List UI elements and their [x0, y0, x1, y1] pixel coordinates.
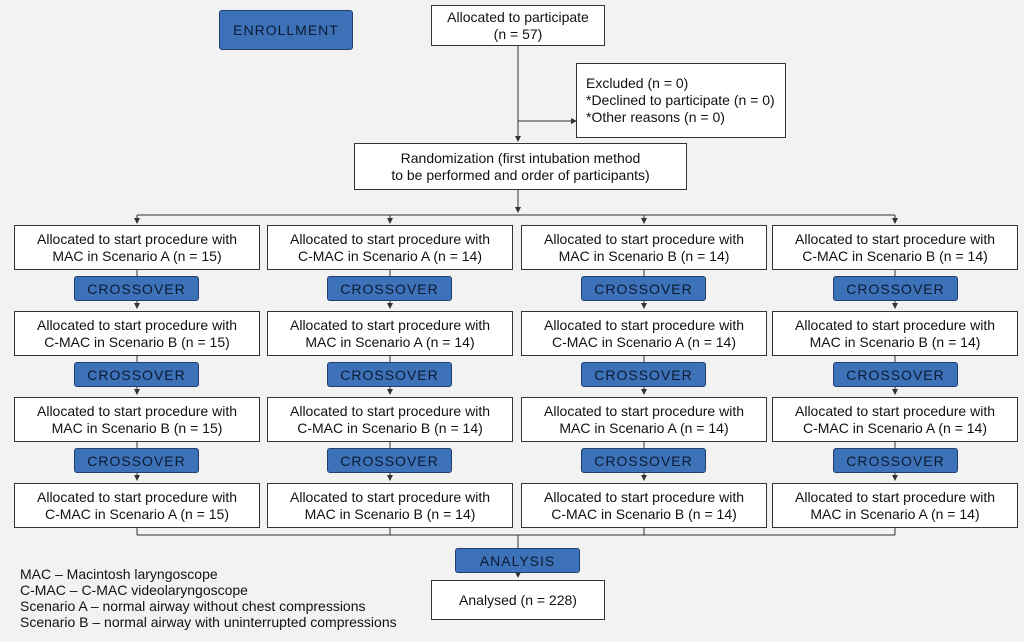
col3-crossover-2: CROSSOVER: [581, 362, 706, 387]
allocated-line1: Allocated to participate: [447, 8, 589, 25]
enrollment-label: ENROLLMENT: [219, 10, 353, 50]
col1-crossover-1: CROSSOVER: [74, 276, 199, 301]
col4-box3-line2: C-MAC in Scenario A (n = 14): [802, 419, 988, 436]
col2-box2-line1: Allocated to start procedure with: [290, 316, 490, 333]
col1-box2-line1: Allocated to start procedure with: [37, 316, 237, 333]
col3-crossover-3: CROSSOVER: [581, 448, 706, 473]
col4-box4-line2: MAC in Scenario A (n = 14): [810, 505, 980, 522]
col3-box3: Allocated to start procedure with MAC in…: [521, 397, 767, 442]
col3-box3-line1: Allocated to start procedure with: [544, 402, 744, 419]
col3-box4-line1: Allocated to start procedure with: [544, 488, 744, 505]
col4-crossover-2: CROSSOVER: [833, 362, 958, 387]
col4-box4: Allocated to start procedure with MAC in…: [772, 483, 1018, 528]
analysed-box: Analysed (n = 228): [431, 580, 605, 620]
col4-box3: Allocated to start procedure with C-MAC …: [772, 397, 1018, 442]
excluded-line1: Excluded (n = 0): [586, 75, 689, 91]
excluded-box: Excluded (n = 0) *Declined to participat…: [576, 63, 786, 138]
randomization-box: Randomization (first intubation method t…: [354, 143, 687, 190]
col2-box1: Allocated to start procedure with C-MAC …: [267, 225, 513, 270]
col2-box3: Allocated to start procedure with C-MAC …: [267, 397, 513, 442]
col2-crossover-1: CROSSOVER: [327, 276, 452, 301]
col2-box2-line2: MAC in Scenario A (n = 14): [305, 333, 475, 350]
col4-box1-line1: Allocated to start procedure with: [795, 230, 995, 247]
column-connectors: [134, 270, 898, 481]
col1-box1-line2: MAC in Scenario A (n = 15): [52, 247, 222, 264]
col1-box1: Allocated to start procedure with MAC in…: [14, 225, 260, 270]
col4-box2-line2: MAC in Scenario B (n = 14): [809, 333, 981, 350]
col3-box4-line2: C-MAC in Scenario B (n = 14): [551, 505, 737, 522]
col1-box4-line1: Allocated to start procedure with: [37, 488, 237, 505]
col1-box2: Allocated to start procedure with C-MAC …: [14, 311, 260, 356]
legend: MAC – Macintosh laryngoscope C-MAC – C-M…: [20, 566, 397, 630]
excluded-line2: *Declined to participate (n = 0): [586, 92, 775, 108]
col2-box3-line1: Allocated to start procedure with: [290, 402, 490, 419]
col1-box3-line2: MAC in Scenario B (n = 15): [51, 419, 223, 436]
col3-box1-line1: Allocated to start procedure with: [544, 230, 744, 247]
legend-item-mac: MAC – Macintosh laryngoscope: [20, 566, 218, 582]
col1-crossover-3: CROSSOVER: [74, 448, 199, 473]
allocated-line2: (n = 57): [493, 25, 543, 42]
col3-box4: Allocated to start procedure with C-MAC …: [521, 483, 767, 528]
legend-item-cmac: C-MAC – C-MAC videolaryngoscope: [20, 582, 248, 598]
col4-box3-line1: Allocated to start procedure with: [795, 402, 995, 419]
col4-crossover-1: CROSSOVER: [833, 276, 958, 301]
analysis-label: ANALYSIS: [455, 548, 580, 573]
col1-box2-line2: C-MAC in Scenario B (n = 15): [44, 333, 230, 350]
col1-box4-line2: C-MAC in Scenario A (n = 15): [44, 505, 230, 522]
col3-box3-line2: MAC in Scenario A (n = 14): [559, 419, 729, 436]
col3-crossover-1: CROSSOVER: [581, 276, 706, 301]
legend-item-scenario-a: Scenario A – normal airway without chest…: [20, 598, 366, 614]
randomization-line2: to be performed and order of participant…: [391, 166, 650, 183]
col3-box2: Allocated to start procedure with C-MAC …: [521, 311, 767, 356]
col3-box2-line1: Allocated to start procedure with: [544, 316, 744, 333]
col2-box3-line2: C-MAC in Scenario B (n = 14): [297, 419, 483, 436]
excluded-line3: *Other reasons (n = 0): [586, 109, 725, 125]
col2-box4: Allocated to start procedure with MAC in…: [267, 483, 513, 528]
col3-box2-line2: C-MAC in Scenario A (n = 14): [551, 333, 737, 350]
randomization-line1: Randomization (first intubation method: [400, 149, 641, 166]
col4-box1: Allocated to start procedure with C-MAC …: [772, 225, 1018, 270]
col4-box2: Allocated to start procedure with MAC in…: [772, 311, 1018, 356]
col4-box2-line1: Allocated to start procedure with: [795, 316, 995, 333]
col2-box4-line2: MAC in Scenario B (n = 14): [304, 505, 476, 522]
col2-box4-line1: Allocated to start procedure with: [290, 488, 490, 505]
col1-box3: Allocated to start procedure with MAC in…: [14, 397, 260, 442]
col2-box1-line1: Allocated to start procedure with: [290, 230, 490, 247]
col2-crossover-2: CROSSOVER: [327, 362, 452, 387]
col2-crossover-3: CROSSOVER: [327, 448, 452, 473]
analysed-text: Analysed (n = 228): [459, 591, 577, 608]
col4-box4-line1: Allocated to start procedure with: [795, 488, 995, 505]
allocated-box: Allocated to participate (n = 57): [431, 5, 605, 46]
col1-box1-line1: Allocated to start procedure with: [37, 230, 237, 247]
col1-crossover-2: CROSSOVER: [74, 362, 199, 387]
col3-box1-line2: MAC in Scenario B (n = 14): [558, 247, 730, 264]
col3-box1: Allocated to start procedure with MAC in…: [521, 225, 767, 270]
col4-crossover-3: CROSSOVER: [833, 448, 958, 473]
legend-item-scenario-b: Scenario B – normal airway with uninterr…: [20, 614, 397, 630]
col1-box3-line1: Allocated to start procedure with: [37, 402, 237, 419]
col2-box2: Allocated to start procedure with MAC in…: [267, 311, 513, 356]
col2-box1-line2: C-MAC in Scenario A (n = 14): [297, 247, 483, 264]
col4-box1-line2: C-MAC in Scenario B (n = 14): [802, 247, 988, 264]
col1-box4: Allocated to start procedure with C-MAC …: [14, 483, 260, 528]
